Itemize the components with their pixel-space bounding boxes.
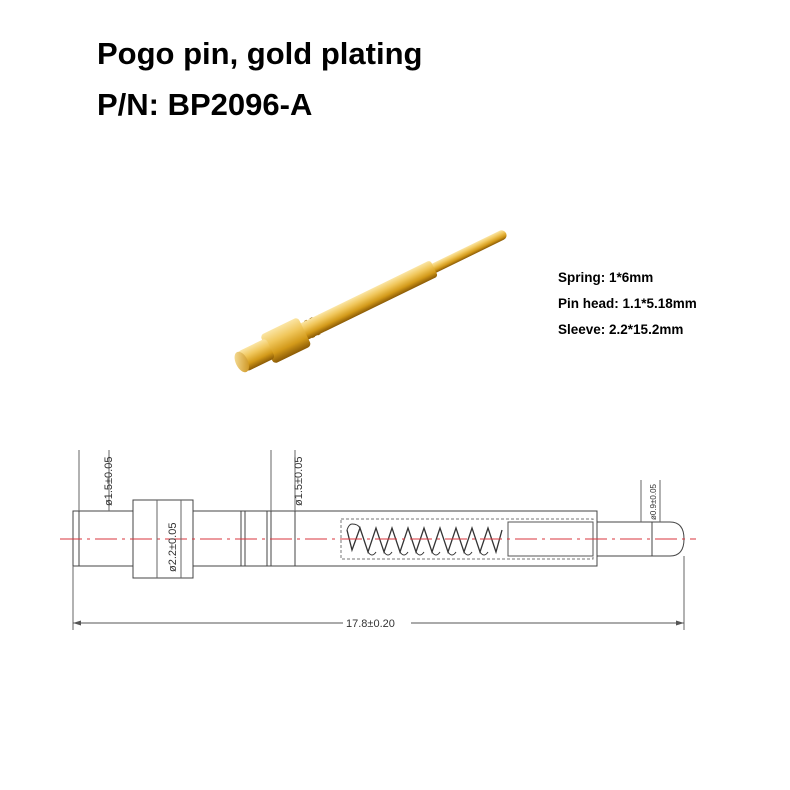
pogo-pin-render bbox=[234, 230, 507, 373]
product-title: Pogo pin, gold plating bbox=[97, 36, 423, 71]
spec-pin-head: Pin head: 1.1*5.18mm bbox=[558, 296, 697, 311]
technical-drawing bbox=[60, 450, 696, 630]
dim-collar-diameter: ø2.2±0.05 bbox=[167, 523, 179, 572]
dim-mid-diameter: ø1.5±0.05 bbox=[293, 457, 305, 506]
spring-coil-back bbox=[346, 523, 489, 556]
part-number: P/N: BP2096-A bbox=[97, 87, 313, 122]
dim-tip-diameter: ø0.9±0.05 bbox=[649, 483, 658, 520]
spring-coil bbox=[346, 525, 503, 555]
pin-tip-plunger bbox=[426, 230, 507, 275]
pin-tail-face bbox=[234, 351, 250, 373]
spec-spring: Spring: 1*6mm bbox=[558, 270, 654, 285]
dim-left-diameter: ø1.5±0.05 bbox=[103, 457, 115, 506]
dim-total-length: 17.8±0.20 bbox=[346, 618, 395, 630]
spec-sleeve: Sleeve: 2.2*15.2mm bbox=[558, 322, 684, 337]
pin-collar bbox=[261, 318, 311, 363]
pin-barrel bbox=[316, 261, 438, 332]
spec-list: Spring: 1*6mm Pin head: 1.1*5.18mm Sleev… bbox=[558, 265, 697, 343]
dimension-labels: ø1.5±0.05 ø2.2±0.05 ø1.5±0.05 ø0.9±0.05 … bbox=[103, 457, 658, 630]
